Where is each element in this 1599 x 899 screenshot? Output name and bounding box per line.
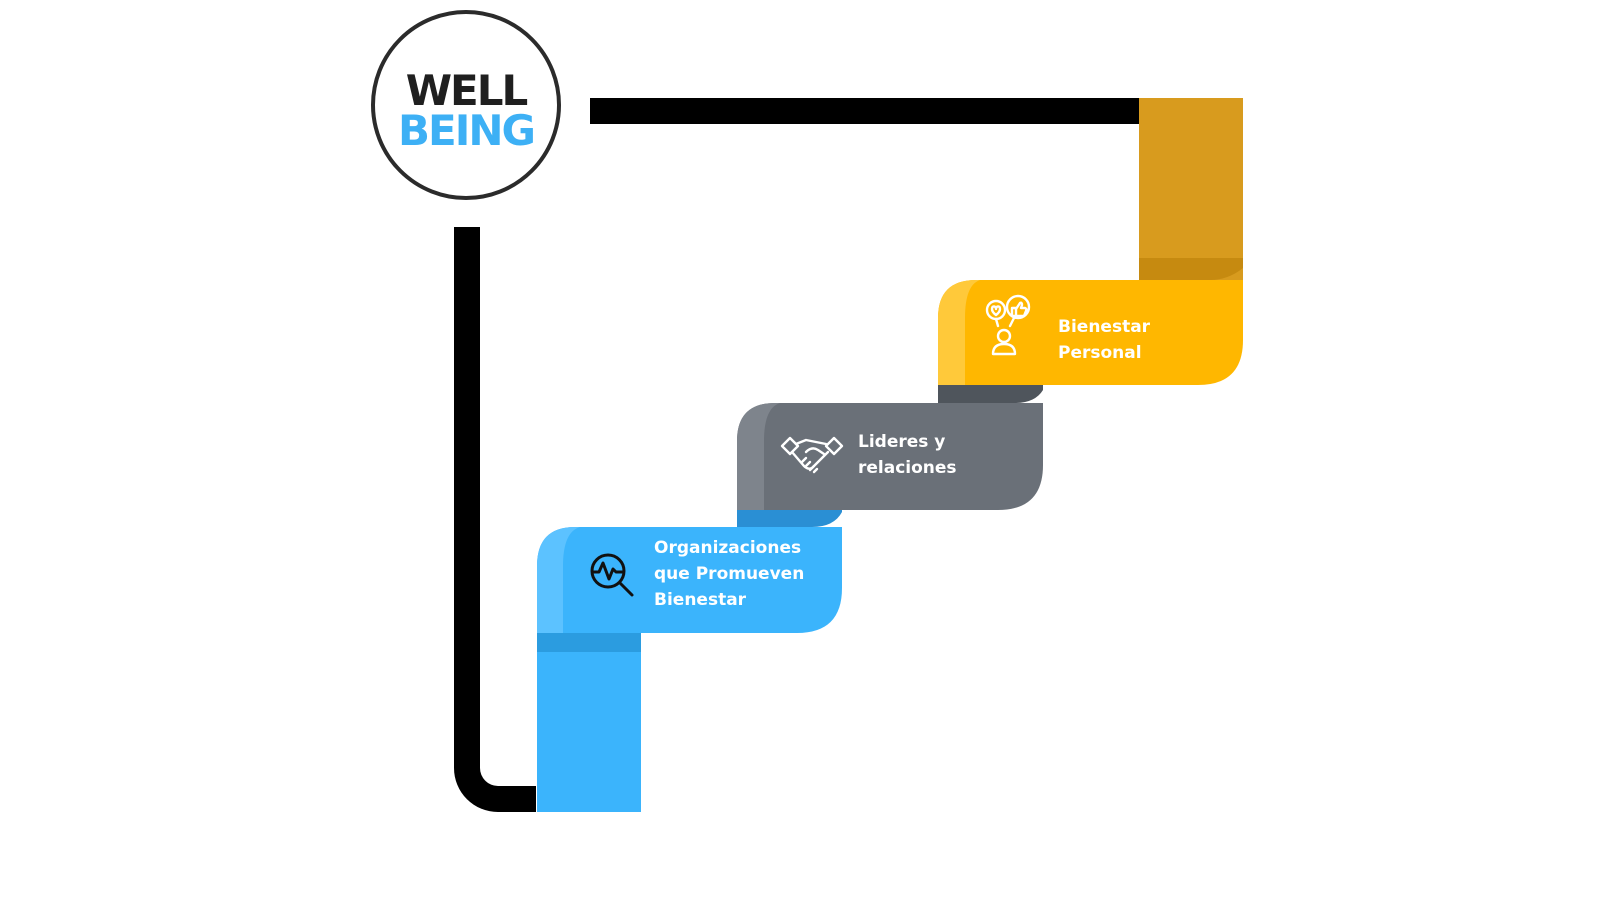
blue-connector-shadow [737, 510, 842, 527]
step-lideres-fold [737, 403, 780, 510]
blue-vertical-strip [537, 633, 641, 812]
wellbeing-logo: WELL BEING [371, 10, 561, 200]
gold-strip-shadow [1139, 258, 1243, 280]
handshake-icon [780, 436, 844, 474]
magnifier-pulse-icon [590, 553, 634, 597]
logo-word-being: BEING [398, 106, 536, 155]
gold-vertical-strip [1139, 98, 1243, 280]
connector-top-line [590, 98, 1140, 124]
grey-connector-shadow [938, 385, 1043, 403]
connector-left-line [454, 227, 536, 812]
step-org-fold [537, 527, 580, 633]
step-label-bienestar-personal: Bienestar Personal [1058, 317, 1151, 363]
step-label-organizaciones: Organizaciones que Promueven Bienestar [654, 538, 805, 610]
person-heart-thumbs-up-icon [985, 294, 1031, 356]
step-personal-fold [938, 280, 980, 385]
blue-strip-shadow [537, 633, 641, 652]
step-label-lideres-relaciones: Lideres y relaciones [858, 432, 957, 478]
logo-word-well: WELL [405, 66, 529, 115]
